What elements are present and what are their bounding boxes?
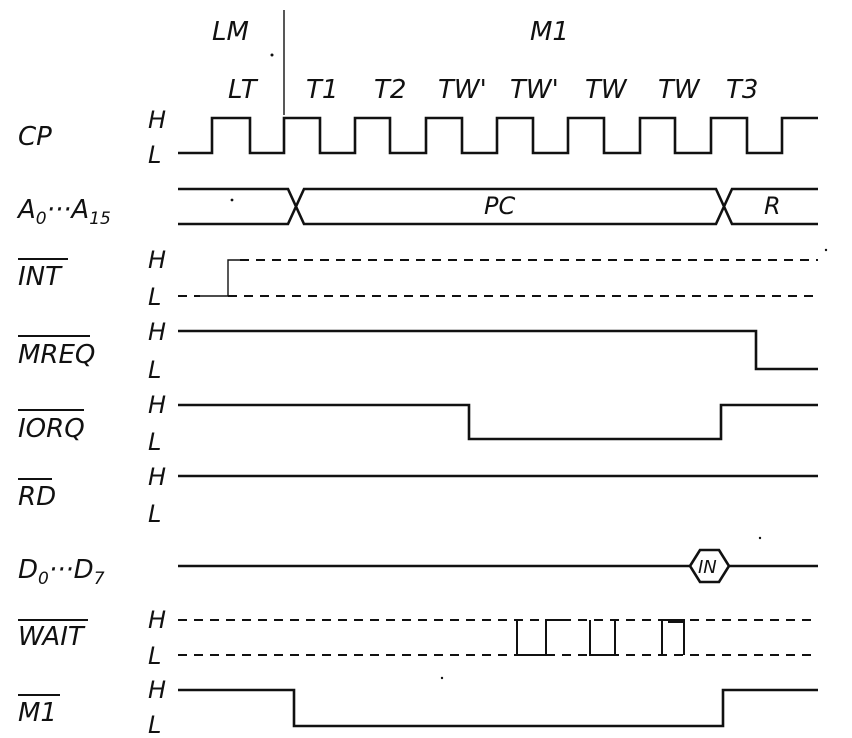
data-base-2: D — [74, 555, 94, 585]
state-label-tw-prime-1: TW' — [438, 75, 487, 105]
data-value-in: IN — [698, 557, 717, 578]
machine-cycle-lm-label: LM — [212, 17, 249, 47]
level-high-mreq: H — [148, 318, 166, 346]
state-label-lt: LT — [228, 75, 259, 105]
waveform-wait-solid — [516, 619, 685, 656]
signal-label-wait: WAIT — [18, 622, 86, 652]
signal-label-iorq: IORQ — [18, 414, 85, 444]
divider-dot — [270, 53, 274, 57]
level-high-int: H — [148, 246, 166, 274]
waveform-iorq — [178, 403, 818, 441]
data-sep: ··· — [49, 555, 74, 585]
level-high-cp: H — [148, 106, 166, 134]
state-label-tw-1: TW — [585, 75, 628, 105]
state-label-tw-prime-2: TW' — [510, 75, 559, 105]
machine-cycle-m1-label: M1 — [530, 17, 569, 47]
signal-label-data: D0···D7 — [18, 555, 105, 589]
address-value-pc: PC — [484, 192, 515, 220]
address-base-2: A — [69, 195, 89, 225]
state-label-tw-2: TW — [658, 75, 701, 105]
data-dot — [758, 536, 762, 540]
data-in-hexagon — [688, 548, 731, 584]
signal-label-cp: CP — [18, 122, 52, 152]
signal-label-address: A0···A15 — [16, 195, 111, 229]
waveform-cp — [178, 116, 818, 155]
level-high-wait: H — [148, 606, 166, 634]
state-label-t1: T1 — [306, 75, 338, 105]
address-sub-start: 0 — [36, 209, 47, 229]
int-dot — [824, 248, 828, 252]
level-high-iorq: H — [148, 391, 166, 419]
address-value-r: R — [764, 192, 781, 220]
level-high-m1: H — [148, 676, 166, 704]
waveform-address — [178, 187, 818, 226]
signal-label-mreq: MREQ — [18, 340, 95, 370]
data-sub-start: 0 — [38, 569, 49, 589]
m1-dot — [440, 676, 444, 680]
level-high-rd: H — [148, 463, 166, 491]
state-label-t3: T3 — [726, 75, 758, 105]
level-low-wait: L — [148, 642, 161, 670]
state-label-t2: T2 — [374, 75, 406, 105]
address-dot — [230, 198, 234, 202]
level-low-iorq: L — [148, 428, 161, 456]
address-sub-end: 15 — [89, 209, 111, 229]
waveform-mreq — [178, 329, 818, 371]
level-low-m1: L — [148, 711, 161, 738]
address-sep: ··· — [47, 195, 72, 225]
signal-label-int: INT — [18, 262, 63, 292]
level-low-rd: L — [148, 500, 161, 528]
data-sub-end: 7 — [94, 569, 105, 589]
signal-label-rd: RD — [18, 482, 56, 512]
level-low-mreq: L — [148, 356, 161, 384]
signal-label-m1: M1 — [18, 698, 57, 728]
data-base: D — [18, 555, 38, 585]
waveform-m1 — [178, 688, 818, 728]
waveform-int-solid — [200, 259, 240, 297]
level-low-int: L — [148, 283, 161, 311]
level-low-cp: L — [148, 141, 161, 169]
address-base: A — [16, 195, 36, 225]
